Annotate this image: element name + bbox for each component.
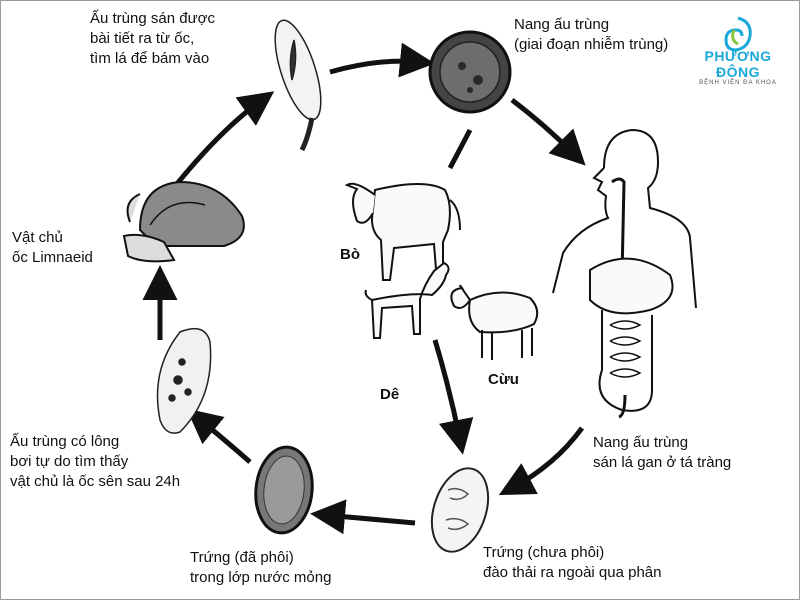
label-line: tìm lá để bám vào <box>90 50 210 67</box>
label-line: ốc Limnaeid <box>12 249 93 266</box>
label-duodenum: Nang ấu trùng sán lá gan ở tá tràng <box>593 433 731 473</box>
label-metacercaria: Nang ấu trùng (giai đoạn nhiễm trùng) <box>514 15 668 55</box>
miracidium-larva <box>156 327 212 434</box>
label-egg-unembryonated: Trứng (chưa phôi) đào thải ra ngoài qua … <box>483 543 661 583</box>
arrow-animals-to-egg <box>432 339 474 455</box>
arrow-cyst-to-human <box>510 98 586 166</box>
label-line: Trứng (đã phôi) <box>190 549 294 566</box>
arrow-egg-to-embryonated <box>310 499 416 535</box>
label-line: Nang ấu trùng <box>514 16 610 33</box>
human-host-figure <box>552 128 697 419</box>
logo-name: PHƯƠNG ĐÔNG <box>704 48 772 80</box>
metacercaria-cyst <box>428 30 512 114</box>
cow-figure <box>344 182 461 283</box>
label-line: vật chủ là ốc sên sau 24h <box>10 473 181 490</box>
link-cyst-to-animals <box>447 128 473 170</box>
label-line: Ấu trùng có lông <box>10 433 120 450</box>
label-sheep: Cừu <box>488 371 519 388</box>
arrow-embryonated-to-miracidium <box>186 408 252 464</box>
phuong-dong-logo: PHƯƠNG ĐÔNG BỆNH VIỆN ĐA KHOA <box>683 14 793 86</box>
label-cercaria: Ấu trùng sán được bài tiết ra từ ốc, tìm… <box>90 9 215 69</box>
arrow-snail-to-cercaria <box>170 91 275 192</box>
label-line: Nang ấu trùng <box>593 434 689 451</box>
label-miracidium: Ấu trùng có lông bơi tự do tìm thấy vật … <box>10 432 180 492</box>
label-line: Vật chủ <box>12 229 63 246</box>
label-line: Ấu trùng sán được <box>90 10 215 27</box>
label-line: đào thải ra ngoài qua phân <box>483 564 662 581</box>
label-line: (giai đoạn nhiễm trùng) <box>514 36 669 53</box>
sheep-figure <box>450 284 539 360</box>
label-snail-host: Vật chủ ốc Limnaeid <box>12 228 93 268</box>
embryonated-egg <box>254 445 314 535</box>
label-line: bài tiết ra từ ốc, <box>90 30 195 47</box>
label-line: trong lớp nước mỏng <box>190 569 332 586</box>
phuong-dong-logo-icon <box>724 16 752 52</box>
cercaria-larva <box>274 19 322 152</box>
arrow-human-to-egg <box>498 426 585 496</box>
limnaeid-snail <box>122 180 245 263</box>
label-goat: Dê <box>380 386 400 403</box>
label-line: Trứng (chưa phôi) <box>483 544 605 561</box>
goat-figure <box>364 261 450 339</box>
label-line: bơi tự do tìm thấy <box>10 453 129 470</box>
logo-subtitle: BỆNH VIỆN ĐA KHOA <box>699 80 777 86</box>
label-line: sán lá gan ở tá tràng <box>593 454 732 471</box>
unembryonated-egg <box>430 467 490 553</box>
arrow-cercaria-to-cyst <box>329 42 435 78</box>
label-egg-embryonated: Trứng (đã phôi) trong lớp nước mỏng <box>190 548 331 588</box>
label-cow: Bò <box>340 246 360 263</box>
